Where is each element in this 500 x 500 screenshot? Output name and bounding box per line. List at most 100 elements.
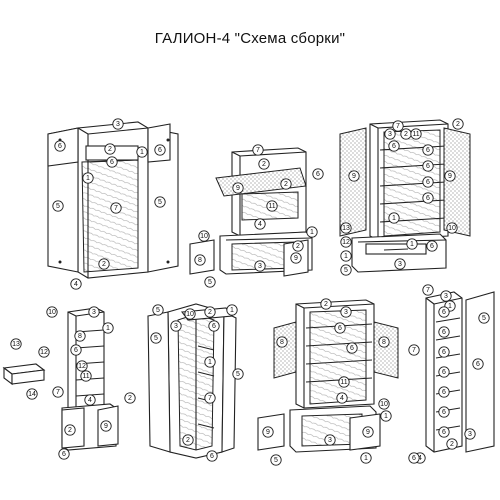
part-callout: 1 [360,452,372,464]
part-number: 1 [106,325,110,332]
part-callout: 1 [340,250,352,262]
part-callout: 3 [340,306,352,318]
part-number: 2 [102,261,106,268]
part-callout: 9 [262,426,274,438]
part-number: 6 [426,163,430,170]
part-callout: 6 [58,448,70,460]
part-number: 6 [430,243,434,250]
part-number: 5 [236,371,240,378]
part-callout: 5 [152,304,164,316]
part-number: 2 [68,427,72,434]
part-number: 7 [426,287,430,294]
part-number: 10 [448,225,456,232]
part-callout: 5 [204,276,216,288]
part-number: 3 [258,263,262,270]
part-callout: 10 [46,306,58,318]
part-number: 6 [412,455,416,462]
part-callout: 6 [438,346,450,358]
part-callout: 6 [472,358,484,370]
part-number: 6 [442,349,446,356]
part-callout: 11 [266,200,278,212]
part-callout: 2 [280,178,292,190]
part-number: 6 [316,171,320,178]
part-number: 8 [280,339,284,346]
part-number: 1 [310,229,314,236]
part-callout: 3 [324,434,336,446]
part-callout: 2 [446,438,458,450]
part-number: 1 [364,455,368,462]
part-callout: 3 [88,306,100,318]
part-callout: 12 [340,236,352,248]
part-number: 1 [344,253,348,260]
part-number: 2 [450,441,454,448]
part-number: 9 [448,173,452,180]
part-number: 2 [208,309,212,316]
part-callout: 6 [334,322,346,334]
part-callout: 2 [204,306,216,318]
part-callout: 13 [10,338,22,350]
part-number: 1 [384,413,388,420]
part-callout: 3 [384,128,396,140]
part-number: 13 [12,341,20,348]
part-number: 13 [342,225,350,232]
part-callout: 6 [106,156,118,168]
part-number: 9 [266,429,270,436]
part-callout: 11 [80,370,92,382]
part-number: 11 [340,379,347,386]
part-callout: 1 [136,146,148,158]
part-number: 3 [92,309,96,316]
part-number: 9 [104,423,108,430]
part-number: 1 [410,241,414,248]
part-callout: 6 [408,452,420,464]
part-callout: 9 [232,182,244,194]
part-callout: 9 [444,170,456,182]
page-title: ГАЛИОН-4 "Схема сборки" [154,30,346,47]
part-callout: 6 [422,192,434,204]
part-number: 5 [158,199,162,206]
part-callout: 5 [150,332,162,344]
part-number: 3 [388,131,392,138]
part-number: 2 [284,181,288,188]
part-number: 8 [382,339,386,346]
part-number: 6 [442,309,446,316]
part-callout: 6 [438,406,450,418]
part-number: 9 [352,173,356,180]
part-callout: 5 [154,196,166,208]
part-callout: 6 [422,176,434,188]
part-callout: 1 [406,238,418,250]
part-callout: 9 [348,170,360,182]
part-callout: 6 [422,144,434,156]
figure-wardrobe [47,121,179,279]
part-callout: 7 [408,344,420,356]
part-callout: 3 [254,260,266,272]
part-callout: 6 [346,342,358,354]
part-number: 1 [230,307,234,314]
part-callout: 5 [232,368,244,380]
part-callout: 2 [320,298,332,310]
part-number: 6 [110,159,114,166]
part-callout: 6 [426,240,438,252]
part-callout: 2 [258,158,270,170]
part-callout: 3 [464,428,476,440]
part-callout: 1 [226,304,238,316]
part-callout: 2 [124,392,136,404]
part-callout: 10 [446,222,458,234]
part-number: 2 [324,301,328,308]
part-number: 6 [338,325,342,332]
part-callout: 2 [104,143,116,155]
part-number: 4 [74,281,78,288]
part-number: 9 [236,185,240,192]
part-callout: 6 [388,140,400,152]
part-number: 6 [212,323,216,330]
part-callout: 7 [110,202,122,214]
part-callout: 1 [380,410,392,422]
part-number: 6 [426,147,430,154]
part-callout: 6 [312,168,324,180]
part-number: 12 [342,239,350,246]
part-number: 4 [418,455,422,462]
part-number: 3 [398,261,402,268]
part-number: 6 [350,345,354,352]
part-number: 2 [404,131,408,138]
